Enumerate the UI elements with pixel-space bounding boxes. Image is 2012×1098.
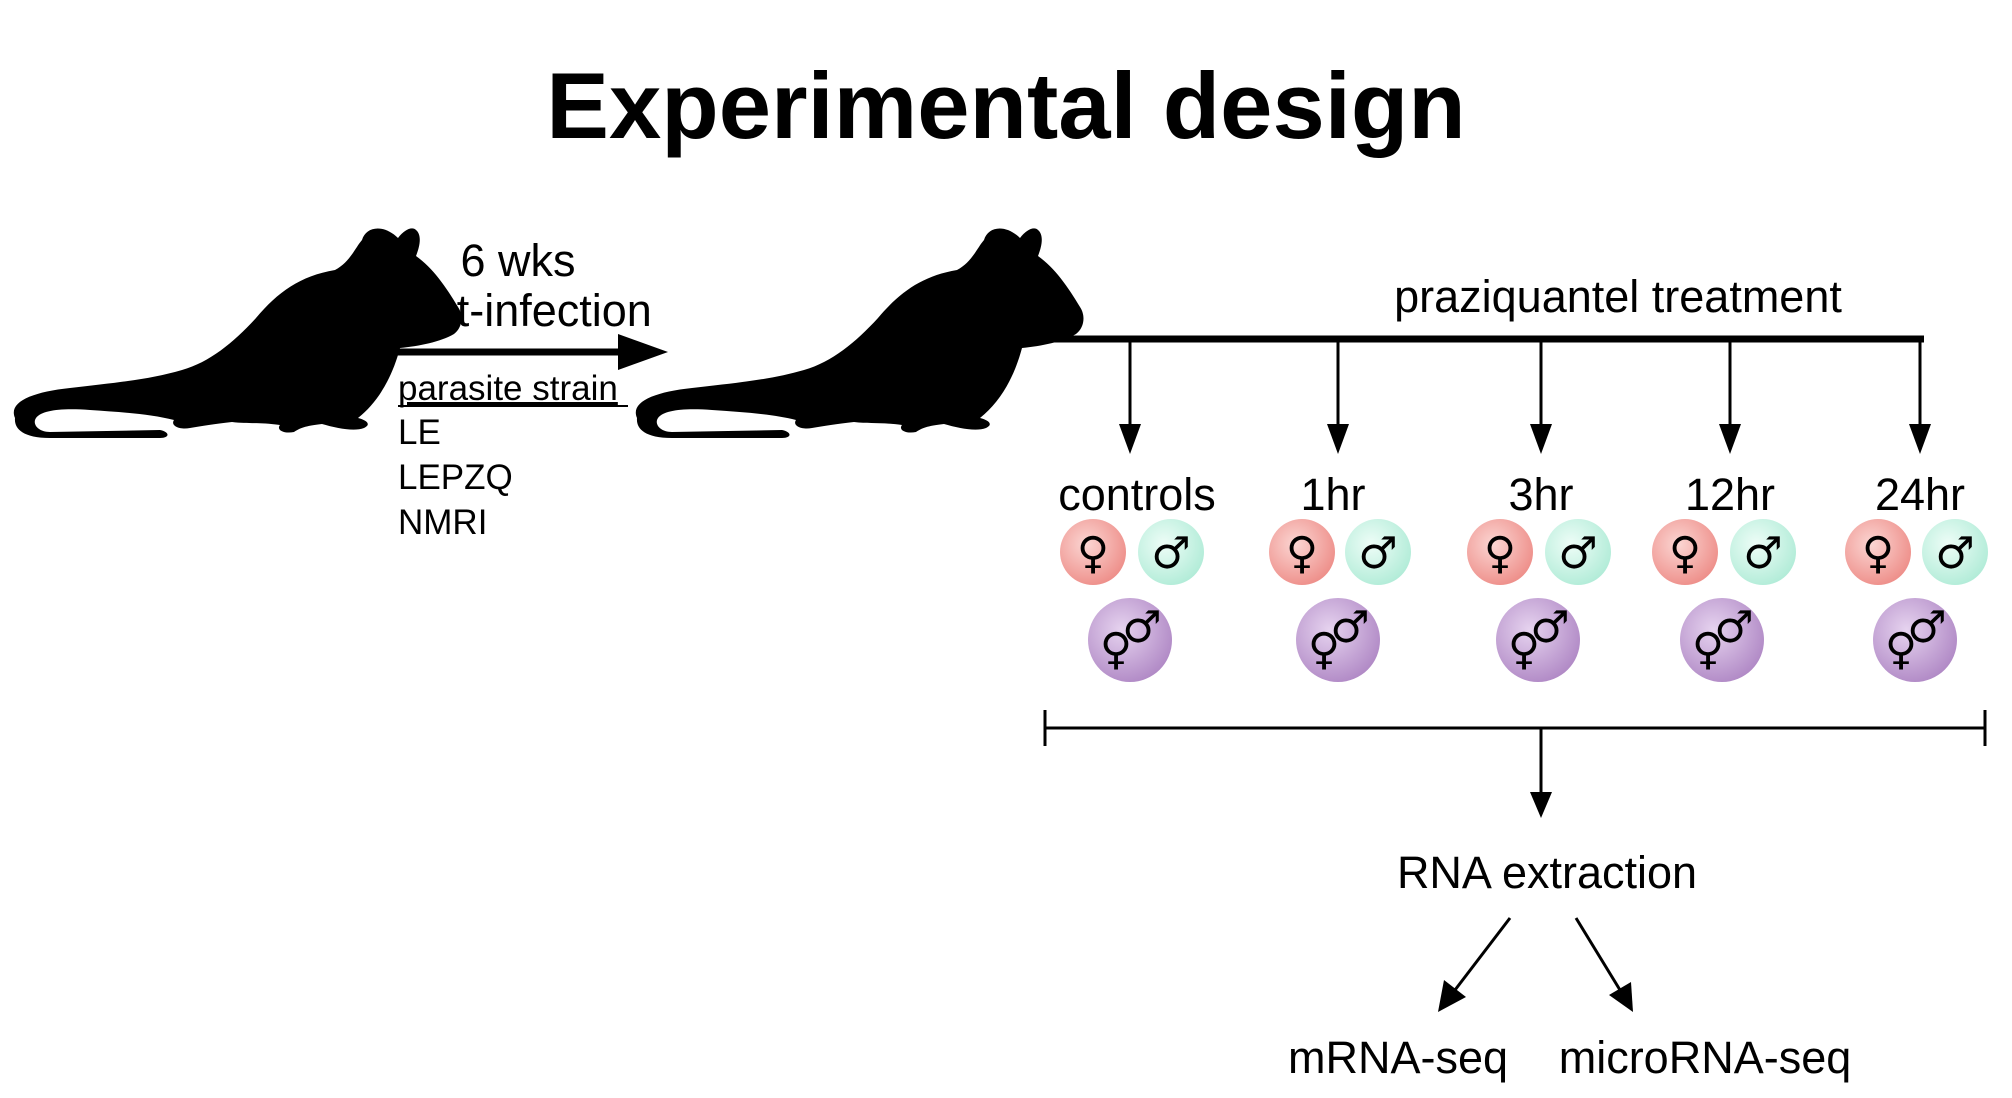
microrna-arrow-head [1609,982,1633,1012]
female-symbol-icon: ♀ [1669,528,1701,579]
female-symbol-icon: ♀ [1692,624,1724,675]
timepoint-branches: controls♀♂♀♂1hr♀♂♀♂3hr♀♂♀♂12hr♀♂♀♂24hr♀♂… [1058,339,1988,682]
microrna-arrow [1574,917,1622,991]
timepoint-arrow-head-1hr [1327,424,1349,454]
mrna-arrow [1453,917,1512,991]
mixed-sample-circle [1680,598,1764,682]
female-sample-circle [1467,519,1533,585]
microrna-seq-label: microRNA-seq [1559,1032,1852,1083]
extraction-label: RNA extraction [1397,847,1697,898]
infection-duration: 6 wks [460,235,575,286]
male-symbol-icon: ♂ [1530,602,1569,653]
strain-le: LE [398,413,441,452]
timepoint-label-3hr: 3hr [1508,469,1573,520]
male-symbol-icon: ♂ [1358,528,1397,579]
mrna-seq-label: mRNA-seq [1288,1032,1508,1083]
male-symbol-icon: ♂ [1935,528,1974,579]
mixed-sample-circle [1088,598,1172,682]
timepoint-arrow-head-3hr [1530,424,1552,454]
treatment-label: praziquantel treatment [1394,271,1842,322]
mixed-sample-circle [1496,598,1580,682]
female-sample-circle [1269,519,1335,585]
male-sample-circle [1730,519,1796,585]
male-symbol-icon: ♂ [1907,602,1946,653]
female-symbol-icon: ♀ [1862,528,1894,579]
page-title: Experimental design [546,53,1465,158]
timepoint-arrow-head-12hr [1719,424,1741,454]
female-symbol-icon: ♀ [1077,528,1109,579]
female-symbol-icon: ♀ [1484,528,1516,579]
male-sample-circle [1345,519,1411,585]
female-sample-circle [1060,519,1126,585]
male-sample-circle [1922,519,1988,585]
female-symbol-icon: ♀ [1308,624,1340,675]
extraction-arrow-head [1530,792,1552,818]
male-sample-circle [1545,519,1611,585]
male-symbol-icon: ♂ [1122,602,1161,653]
male-symbol-icon: ♂ [1330,602,1369,653]
female-symbol-icon: ♀ [1100,624,1132,675]
strain-nmri: NMRI [398,503,487,542]
male-symbol-icon: ♂ [1558,528,1597,579]
timepoint-label-12hr: 12hr [1685,469,1775,520]
strain-lepzq: LEPZQ [398,458,513,497]
mixed-sample-circle [1296,598,1380,682]
female-symbol-icon: ♀ [1286,528,1318,579]
timepoint-label-controls: controls [1058,469,1216,520]
female-symbol-icon: ♀ [1508,624,1540,675]
male-sample-circle [1138,519,1204,585]
infected-mouse-icon [635,228,1084,438]
timepoint-label-24hr: 24hr [1875,469,1965,520]
strain-header: parasite strain [398,369,618,408]
mixed-sample-circle [1873,598,1957,682]
mrna-arrow-head [1438,980,1466,1012]
male-symbol-icon: ♂ [1714,602,1753,653]
infection-arrow-head [618,334,668,370]
female-symbol-icon: ♀ [1885,624,1917,675]
timepoint-label-1hr: 1hr [1300,469,1365,520]
timepoint-arrow-head-24hr [1909,424,1931,454]
female-sample-circle [1845,519,1911,585]
male-symbol-icon: ♂ [1743,528,1782,579]
male-symbol-icon: ♂ [1151,528,1190,579]
timepoint-arrow-head-controls [1119,424,1141,454]
infection-label: post-infection [384,285,652,336]
female-sample-circle [1652,519,1718,585]
